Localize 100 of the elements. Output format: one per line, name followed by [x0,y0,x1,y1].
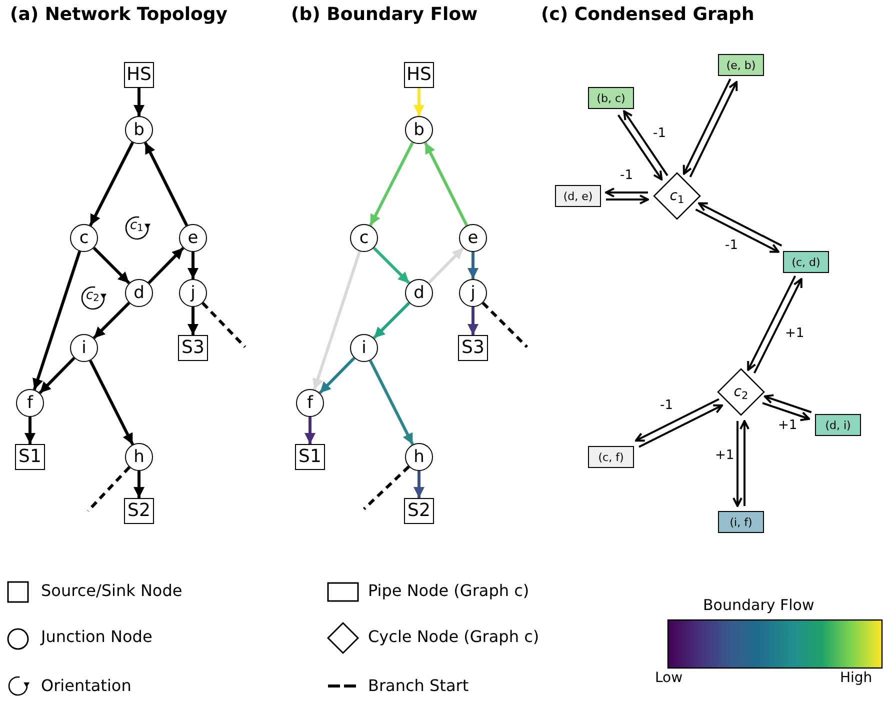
junction-node: i [70,334,98,362]
arrow [698,202,782,246]
arrow [92,302,130,340]
arrow [424,142,468,226]
source-sink-node: HS [404,62,434,88]
arrow [148,246,184,284]
dashed-line [482,302,528,348]
edge-label: -1 [724,239,739,252]
arrow [428,246,464,284]
arrow [740,420,750,506]
junction-node: f [296,389,324,417]
arrow [606,194,649,204]
panel-title: (c) Condensed Graph [541,4,754,26]
arrow [144,142,188,226]
arrow [24,417,36,444]
pipe-node: (c, d) [783,251,829,273]
colorbar-title: Boundary Flow [703,596,814,615]
arrow [753,278,802,374]
pipe-node: (i, f) [718,511,764,533]
source-sink-node: S3 [458,335,488,361]
cycle-node: c$_{1}$ [653,172,701,220]
arrow [188,252,198,279]
edge-label: +1 [777,419,798,432]
arrow [312,250,362,390]
arrow [414,471,424,498]
cycle-node: c$_{2}$ [717,368,765,416]
pipe-node: (d, e) [555,185,601,207]
arrow [617,114,663,180]
junction-node: d [125,279,153,307]
arrow [682,78,732,175]
arrow [623,110,668,176]
arrow [695,208,780,253]
legend-label: Source/Sink Node [41,581,182,601]
junction-node: i [350,334,378,362]
arrow [468,252,478,279]
arrow [318,356,356,394]
legend-label: Orientation [41,676,132,696]
arrow [762,402,810,422]
arrow [88,360,134,446]
source-sink-node: S2 [404,498,434,524]
cycle-label: c$_{1}$ [130,218,144,234]
arrow [89,142,134,226]
junction-node: j [179,279,207,307]
arrow [134,471,144,498]
pipe-node: (d, i) [815,414,861,436]
arrow [732,421,742,507]
edge-label: +1 [784,327,806,340]
dashed-line [86,466,130,512]
arrow [134,88,144,116]
panel-title: (b) Boundary Flow [291,4,478,26]
source-sink-node: S2 [124,498,154,524]
source-sink-node: S1 [295,444,325,470]
junction-node: b [125,116,153,144]
legend-label: Cycle Node (Graph c) [368,627,540,647]
junction-node: j [459,279,487,307]
arrow [638,404,724,448]
junction-node: c [70,224,98,252]
junction-node: c [350,224,378,252]
junction-node: f [16,389,44,417]
arrow [747,275,796,371]
arrow [414,88,424,116]
arrow [468,307,478,335]
junction-node: e [179,224,207,252]
pipe-node: (c, f) [588,446,634,468]
dashed-line [202,302,246,348]
arrow [369,142,414,226]
panel-title: (a) Network Topology [10,4,228,26]
arrow [372,246,410,284]
junction-node: h [405,443,433,471]
legend-label: Pipe Node (Graph c) [368,581,530,601]
junction-node: d [405,279,433,307]
edge-label: +1 [714,449,736,462]
pipe-node: (b, c) [588,87,634,109]
colorbar-label: High [840,670,872,688]
cycle-label: c$_{2}$ [86,288,100,304]
junction-node: h [125,443,153,471]
edge-label: -1 [659,399,674,412]
arrow [304,417,316,444]
legend-label: Branch Start [368,676,469,696]
arrow [764,394,812,414]
arrow [188,307,198,335]
colorbar-label: Low [655,670,683,688]
edge-label: -1 [652,127,667,140]
arrow [368,360,414,446]
source-sink-node: HS [124,62,154,88]
source-sink-node: S1 [15,444,45,470]
edge-label: -1 [619,169,634,182]
arrow [38,356,76,394]
legend-label: Junction Node [41,627,152,647]
arrow [92,246,130,284]
junction-node: b [405,116,433,144]
dashed-line [362,466,410,510]
arrow [372,302,410,340]
arrow [605,188,648,198]
source-sink-node: S3 [178,335,208,361]
arrow [689,81,738,178]
pipe-node: (e, b) [718,54,764,76]
junction-node: e [459,224,487,252]
arrow [32,250,82,390]
arrow [634,398,720,442]
